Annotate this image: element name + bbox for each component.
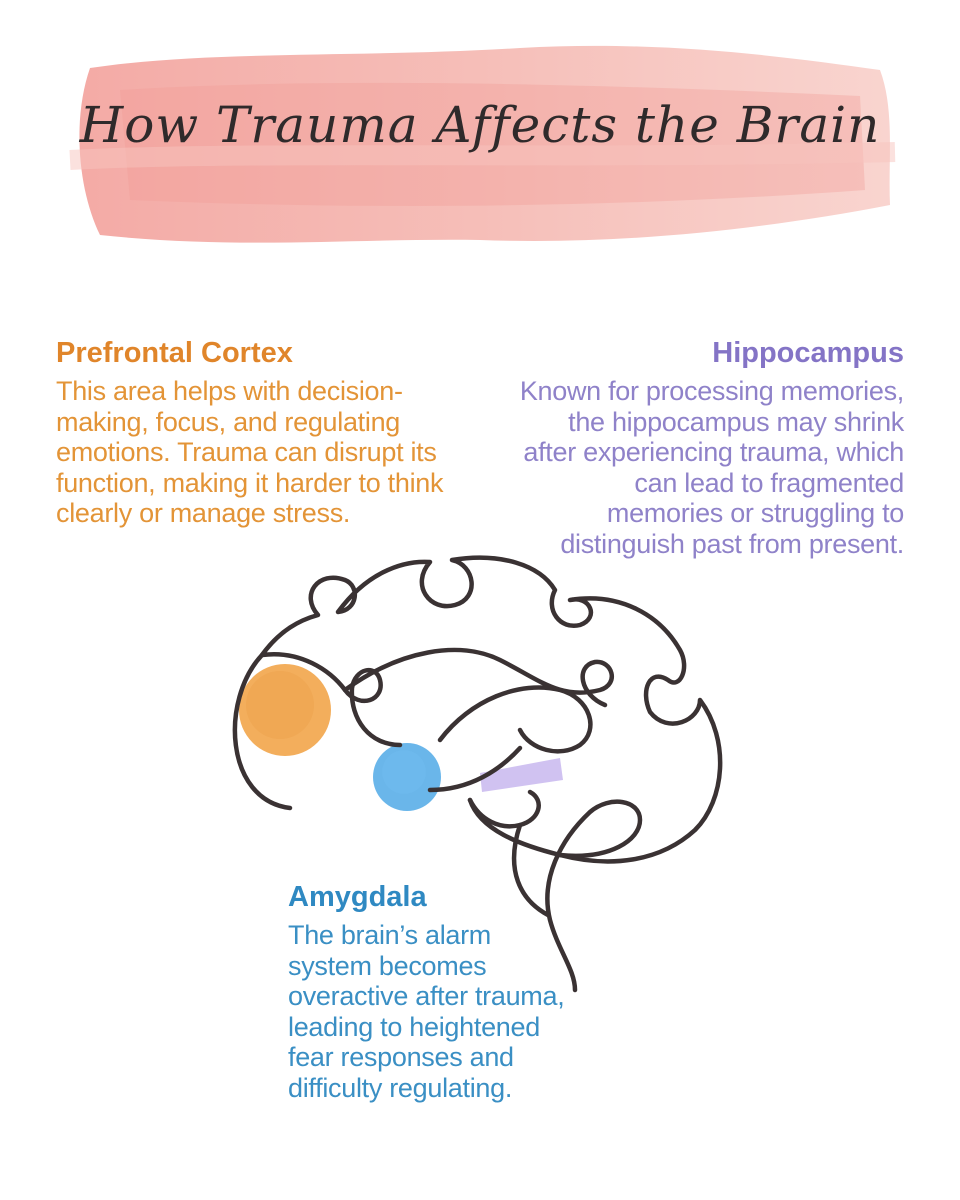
purple-watercolor-stroke-icon <box>480 758 563 792</box>
prefrontal-cortex-heading: Prefrontal Cortex <box>56 337 293 369</box>
amygdala-heading: Amygdala <box>288 881 427 913</box>
page-title: How Trauma Affects the Brain <box>79 96 881 154</box>
amygdala-body: The brain’s alarm system becomes overact… <box>288 920 565 1103</box>
hippocampus-heading: Hippocampus <box>712 337 904 369</box>
prefrontal-cortex-section: Prefrontal Cortex This area helps with d… <box>56 336 456 529</box>
hippocampus-section: Hippocampus Known for processing memorie… <box>514 336 904 559</box>
hippocampus-body: Known for processing memories, the hippo… <box>519 376 904 559</box>
prefrontal-cortex-body: This area helps with decision-making, fo… <box>56 376 444 528</box>
title-watercolor-banner <box>69 45 896 243</box>
amygdala-section: Amygdala The brain’s alarm system become… <box>288 880 568 1103</box>
